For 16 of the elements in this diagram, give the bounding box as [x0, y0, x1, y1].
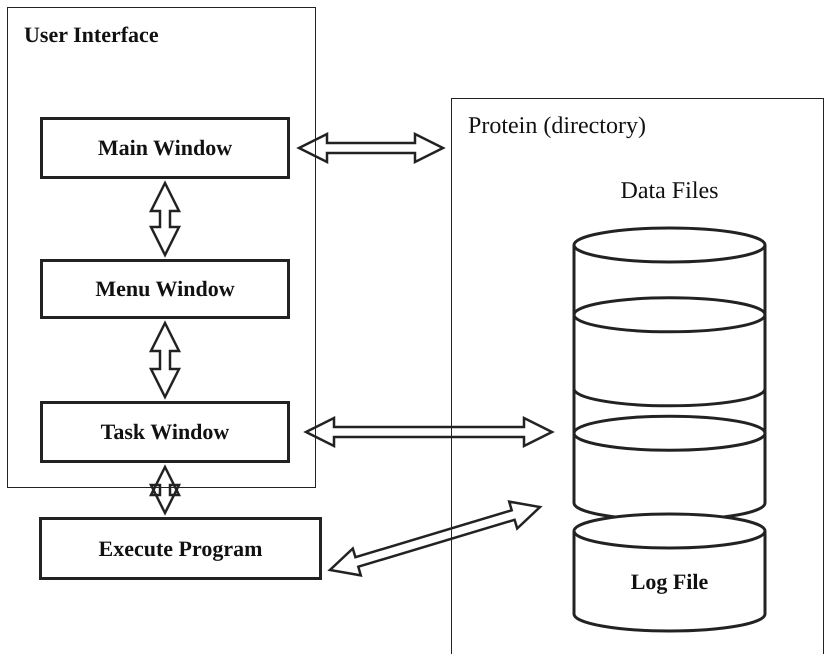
directory-box — [451, 98, 824, 654]
cylinder-label: Log File — [630, 568, 710, 594]
group-title: User Interface — [24, 22, 159, 48]
window-box: Task Window — [40, 401, 290, 463]
double-arrow — [327, 500, 543, 577]
window-box: Menu Window — [40, 259, 290, 319]
stack-label: Data Files — [620, 178, 720, 205]
group-box — [7, 7, 316, 488]
double-arrow — [296, 132, 446, 164]
double-arrow — [148, 464, 182, 516]
double-arrow — [148, 320, 182, 400]
window-box: Main Window — [40, 117, 290, 179]
group-title: Protein (directory) — [468, 113, 646, 140]
double-arrow — [148, 180, 182, 258]
double-arrow — [303, 416, 555, 448]
window-box: Execute Program — [39, 517, 322, 580]
